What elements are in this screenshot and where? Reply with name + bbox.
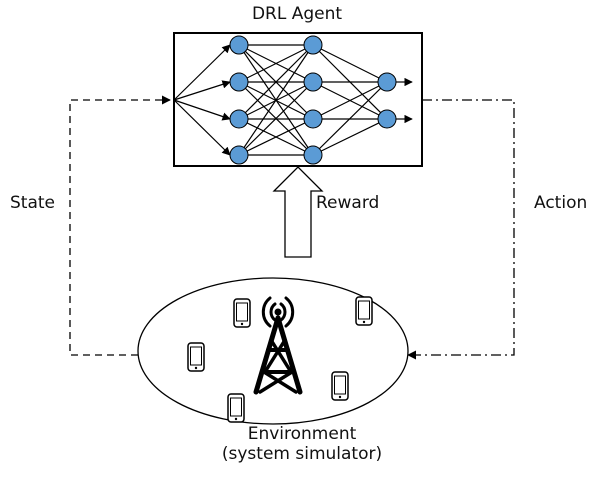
neuron-node (303, 35, 323, 55)
network-edge (238, 118, 314, 156)
neuron-node (303, 72, 323, 92)
network-input-arrows (173, 44, 413, 156)
input-arrow (173, 99, 231, 121)
network-nodes (229, 35, 397, 165)
input-arrow (173, 99, 231, 156)
neuron-node (303, 145, 323, 165)
smartphones (187, 296, 373, 423)
neuron-node (229, 109, 249, 129)
neuron-node (377, 72, 397, 92)
input-arrow (173, 80, 231, 101)
network-edge (238, 44, 314, 120)
environment-label: Environment (system simulator) (212, 424, 392, 464)
neuron-node (229, 35, 249, 55)
agent-box (173, 32, 423, 167)
environment-label-line2: (system simulator) (221, 444, 383, 464)
neuron-node (303, 109, 323, 129)
state-feedback-line (69, 95, 171, 356)
network-edge (238, 44, 314, 83)
action-line (407, 99, 515, 360)
smartphone-icon (331, 371, 349, 401)
network-edge (312, 81, 388, 156)
state-label: State (10, 193, 55, 213)
smartphone-icon (355, 296, 373, 326)
network-edge (238, 81, 314, 156)
action-label: Action (534, 193, 588, 213)
environment-label-line1: Environment (247, 424, 357, 444)
neuron-node (229, 72, 249, 92)
network-edge (312, 81, 388, 120)
network-edge (238, 44, 314, 156)
smartphone-icon (187, 342, 205, 372)
smartphone-icon (227, 393, 245, 423)
cell-tower-icon (253, 296, 303, 395)
network-edge (312, 44, 388, 83)
reward-label: Reward (316, 193, 380, 213)
network-edge (312, 118, 388, 156)
network-edges (238, 44, 388, 156)
neuron-node (377, 109, 397, 129)
agent-title: DRL Agent (251, 4, 343, 24)
smartphone-icon (233, 298, 251, 328)
reward-arrow (272, 166, 324, 258)
neuron-node (229, 145, 249, 165)
input-arrow (173, 44, 231, 101)
